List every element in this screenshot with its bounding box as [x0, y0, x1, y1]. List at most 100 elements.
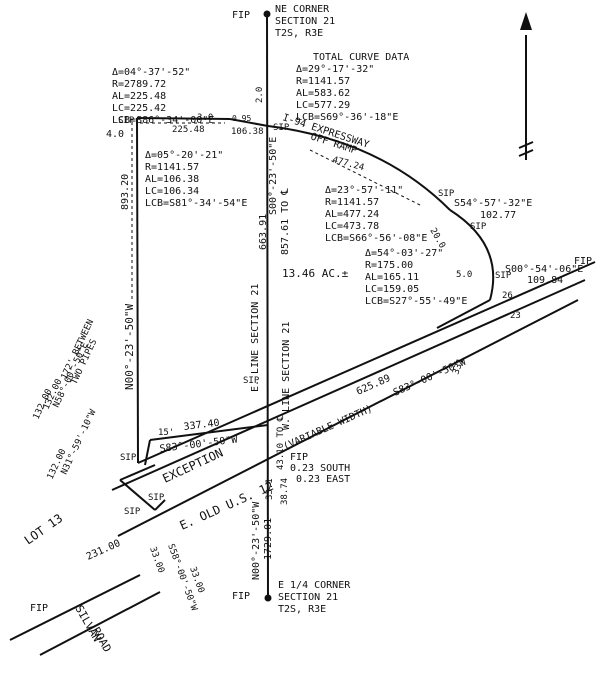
- sip-a: SIP: [118, 116, 135, 126]
- bearing-top-right: S54°-57'-32"E: [454, 198, 532, 209]
- variable-width: (VARIABLE WIDTH): [282, 404, 374, 453]
- dim-arc-477: [309, 149, 421, 206]
- total-curve-1: Δ=29°-17'-32": [296, 64, 374, 75]
- curve-tl-4: LC=225.42: [112, 103, 166, 114]
- curve-mr-1: Δ=23°-57'-11": [325, 185, 403, 196]
- north-arrow-tick-1: [518, 141, 534, 149]
- e14-fip: FIP: [232, 591, 250, 602]
- bearing-right-dist: 109.84: [527, 275, 563, 286]
- lot-line-a: [119, 464, 156, 481]
- dim-left-40: 4.0: [106, 129, 124, 140]
- lot-line-c: [154, 499, 166, 511]
- curve-tl-5: LCB=S86°-34'-00"E: [112, 115, 214, 126]
- sip-d: SIP: [470, 222, 487, 232]
- curve-ml-3: AL=106.38: [145, 174, 199, 185]
- dim-east-20: 2.0: [255, 87, 265, 103]
- sip-i: SIP: [124, 507, 141, 517]
- curve-mr-2: R=1141.57: [325, 197, 379, 208]
- dim-top-106: 106.38: [231, 127, 264, 137]
- lot-line-b: [119, 479, 156, 511]
- silvan-road-1: [9, 574, 141, 641]
- fip-mid-s: 0.23 SOUTH: [290, 463, 350, 474]
- dim-top-225: 225.48: [172, 125, 205, 135]
- exception-west: [144, 439, 151, 466]
- labels: FIP NE CORNER SECTION 21 T2S, R3E TOTAL …: [22, 4, 592, 654]
- bearing-left-vert: N00°-23'-50"W: [123, 304, 136, 390]
- ne-corner-2: SECTION 21: [275, 16, 335, 27]
- dim-20: 20.0: [427, 227, 447, 251]
- sip-g: SIP: [120, 453, 137, 463]
- road-north-line: [137, 261, 596, 464]
- north-boundary: [136, 117, 231, 120]
- silvan-road-2: [39, 591, 161, 656]
- dim-3874: 38.74: [280, 478, 290, 505]
- curve-tl-2: R=2789.72: [112, 79, 166, 90]
- west-boundary: [136, 117, 139, 464]
- dim-26: 26: [502, 291, 513, 301]
- dim-left-893: 893.20: [120, 174, 131, 210]
- dim-231: 231.00: [85, 538, 122, 563]
- dim-23: 23: [510, 311, 521, 321]
- ramp-end: [436, 299, 491, 329]
- bearing-top-right-dist: 102.77: [480, 210, 516, 221]
- fip-mid-e: 0.23 EAST: [296, 474, 350, 485]
- section-line: [266, 13, 269, 599]
- curve-mr-3: AL=477.24: [325, 209, 379, 220]
- fip-mid: FIP: [290, 452, 308, 463]
- dimension-lines: [131, 122, 421, 300]
- bearing-east-line: S00°-23'-50"E: [268, 137, 279, 215]
- total-curve-3: AL=583.62: [296, 88, 350, 99]
- exception-north: [149, 424, 269, 441]
- sip-e: SIP: [495, 271, 512, 281]
- curve-br-2: R=175.00: [365, 260, 413, 271]
- curve-br-4: LC=159.05: [365, 284, 419, 295]
- bearing-main-diag: S83°-00'-50"W: [392, 356, 469, 398]
- dim-337: 337.40: [183, 418, 220, 433]
- dim-33a: 33.00: [147, 546, 166, 575]
- total-curve-5: LCB=S69°-36'-18"E: [296, 112, 398, 123]
- road-center-line: [111, 279, 586, 491]
- dim-top-30: 3.0: [197, 113, 213, 123]
- curve-ml-2: R=1141.57: [145, 162, 199, 173]
- sip-f: SIP: [243, 376, 260, 386]
- dim-4310: 43.10 TO ℄: [276, 415, 286, 470]
- north-arrow: [518, 12, 534, 160]
- dim-625: 625.89: [355, 373, 392, 398]
- e14-corner-monument-icon: [264, 594, 272, 602]
- north-arrow-tick-2: [518, 149, 534, 157]
- curve-tl-3: AL=225.48: [112, 91, 166, 102]
- curve-ml-5: LCB=S81°-34'-54"E: [145, 198, 247, 209]
- bearing-left-b: N31°-59'-10"W: [60, 408, 99, 477]
- ramp-curve-2: [449, 209, 495, 301]
- total-curve-2: R=1141.57: [296, 76, 350, 87]
- ne-corner-monument-icon: [263, 10, 271, 18]
- dim-663: 663.91: [258, 214, 269, 250]
- curve-br-5: LCB=S27°-55'-49"E: [365, 296, 467, 307]
- ne-fip: FIP: [232, 10, 250, 21]
- section-line-label-2: W. LINE SECTION 21: [281, 322, 292, 430]
- north-boundary-2: [229, 118, 269, 127]
- dim-top-d: 0.95: [232, 114, 251, 123]
- curve-tl-1: Δ=04°-37'-52": [112, 67, 190, 78]
- dim-15: 15': [158, 428, 174, 438]
- curve-mr-4: LC=473.78: [325, 221, 379, 232]
- total-curve-title: TOTAL CURVE DATA: [313, 52, 409, 63]
- lot-13: LOT 13: [22, 511, 66, 547]
- sip-b: SIP: [273, 123, 290, 133]
- curve-ml-4: LC=106.34: [145, 186, 199, 197]
- fip-right: FIP: [574, 256, 592, 267]
- bearing-right: S00°-54'-06"E: [505, 264, 583, 275]
- curve-ml-1: Δ=05°-20'-21": [145, 150, 223, 161]
- e14-corner-3: T2S, R3E: [278, 604, 326, 615]
- dim-arc-477: 477.24: [331, 155, 365, 173]
- bearing-bottom-vert: N00°-23'-50"W: [251, 501, 262, 580]
- e14-corner-1: E 1/4 CORNER: [278, 580, 351, 591]
- linework: [9, 13, 596, 656]
- ne-corner-3: T2S, R3E: [275, 28, 323, 39]
- fip-left: FIP: [30, 603, 48, 614]
- curve-mr-5: LCB=S66°-56'-08"E: [325, 233, 427, 244]
- dim-1729: 1729.01: [263, 518, 274, 560]
- dim-331b: 33.1: [265, 478, 275, 500]
- sip-c: SIP: [438, 189, 455, 199]
